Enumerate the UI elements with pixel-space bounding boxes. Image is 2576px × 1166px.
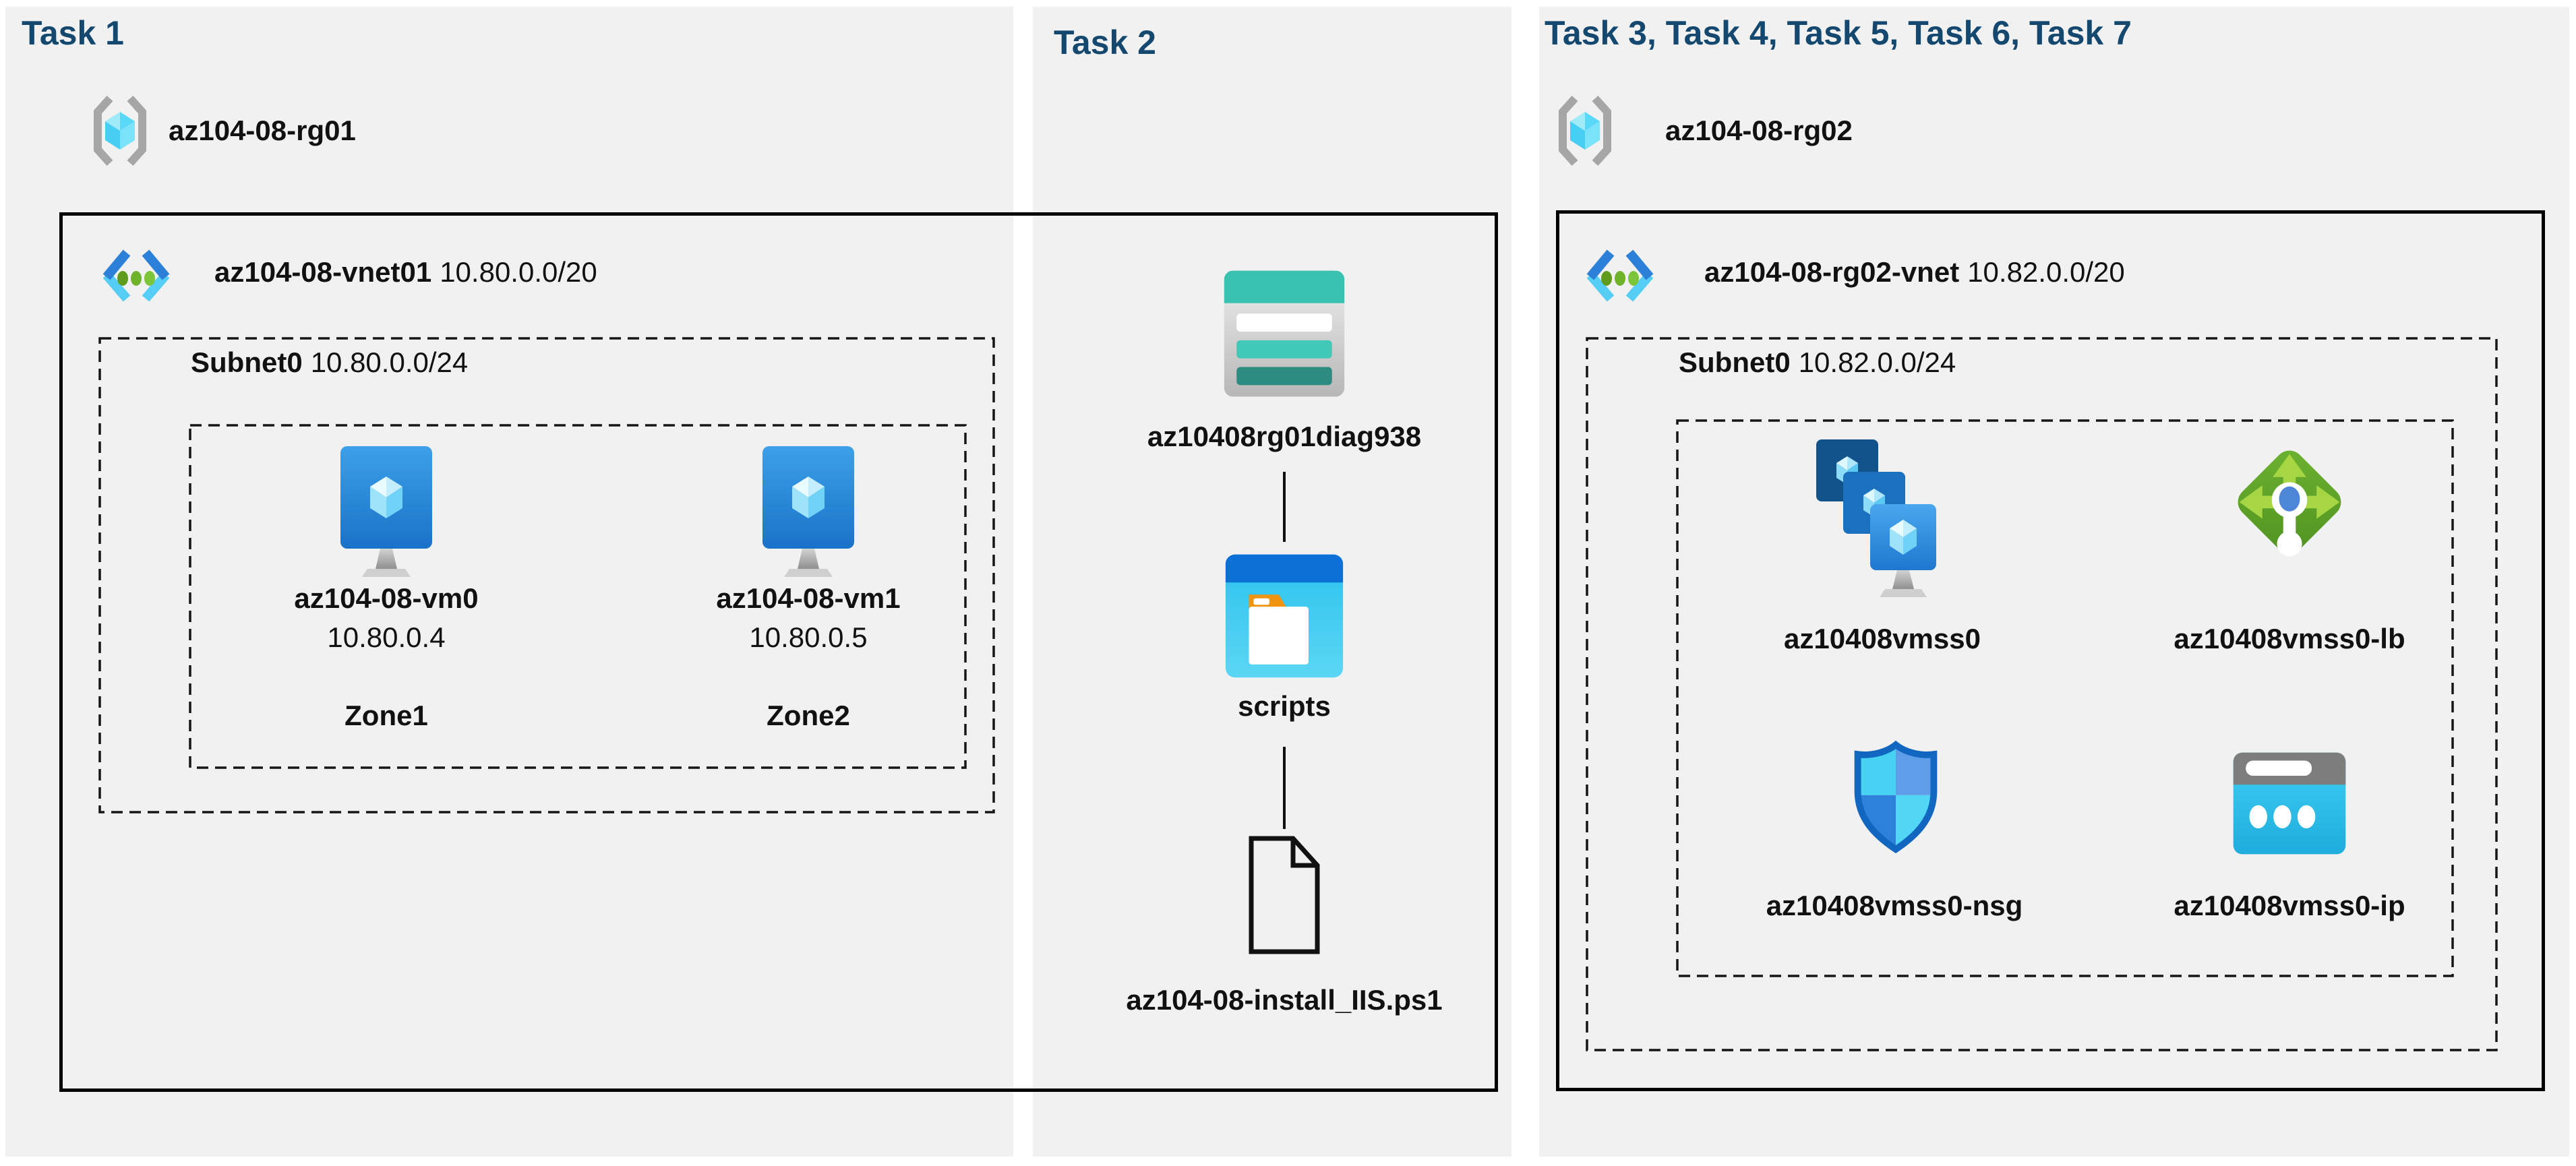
resource-group-name: az104-08-rg02 — [1665, 115, 1853, 146]
network-security-group-icon — [1854, 740, 1938, 854]
subnet-name: Subnet0 — [1679, 346, 1791, 378]
resource-group-name: az104-08-rg01 — [169, 115, 356, 146]
task2-title: Task 2 — [1054, 24, 1156, 61]
connector-storage-to-container — [1283, 472, 1286, 542]
storage-account-icon — [1224, 270, 1345, 397]
subnet0-dashed-box — [1586, 337, 2498, 1051]
vnet-cidr: 10.80.0.0/20 — [440, 256, 597, 288]
public-ip-icon — [2233, 752, 2346, 855]
load-balancer-name: az10408vmss0-lb — [2174, 623, 2405, 654]
connector-container-to-file — [1283, 747, 1286, 829]
public-ip-name: az10408vmss0-ip — [2174, 890, 2405, 921]
vnet-cidr: 10.82.0.0/20 — [1967, 256, 2125, 288]
task3-panel — [1539, 7, 2569, 1157]
vm-ip: 10.80.0.4 — [327, 621, 446, 653]
vm-name: az104-08-vm1 — [716, 582, 901, 614]
load-balancer-icon — [2238, 450, 2341, 557]
vm-scale-set-icon — [1816, 439, 1936, 597]
resource-group-icon — [1559, 95, 1611, 166]
subnet-cidr: 10.82.0.0/24 — [1798, 346, 1956, 378]
virtual-network-icon — [1586, 249, 1654, 302]
storage-account-name: az10408rg01diag938 — [1147, 421, 1422, 452]
resource-group-icon — [94, 95, 146, 166]
script-file-icon — [1249, 836, 1320, 954]
virtual-machine-icon — [762, 446, 854, 577]
task3-boundary-box — [1556, 210, 2545, 1091]
subnet0-dashed-box — [98, 337, 995, 814]
vm-name: az104-08-vm0 — [294, 582, 479, 614]
scripts-container-icon — [1225, 554, 1344, 678]
vmss-name: az10408vmss0 — [1784, 623, 1981, 654]
task1-panel — [5, 7, 1013, 1157]
task1-task2-boundary-box — [59, 212, 1498, 1092]
vm-zone: Zone1 — [345, 700, 428, 731]
container-name: scripts — [1238, 690, 1331, 722]
vm-ip: 10.80.0.5 — [749, 621, 868, 653]
vm-zone: Zone2 — [767, 700, 850, 731]
vnet-name: az104-08-vnet01 — [214, 256, 432, 288]
script-file-name: az104-08-install_IIS.ps1 — [1126, 984, 1443, 1016]
virtual-network-icon — [102, 249, 170, 302]
vm-group-dashed-box — [189, 424, 967, 769]
task3-title: Task 3, Task 4, Task 5, Task 6, Task 7 — [1545, 14, 2132, 52]
vnet-name: az104-08-rg02-vnet — [1704, 256, 1960, 288]
vmss-group-dashed-box — [1676, 419, 2454, 977]
nsg-name: az10408vmss0-nsg — [1766, 890, 2023, 921]
virtual-machine-icon — [340, 446, 432, 577]
task1-title: Task 1 — [22, 14, 124, 52]
subnet-cidr: 10.80.0.0/24 — [310, 346, 469, 378]
subnet-name: Subnet0 — [191, 346, 303, 378]
